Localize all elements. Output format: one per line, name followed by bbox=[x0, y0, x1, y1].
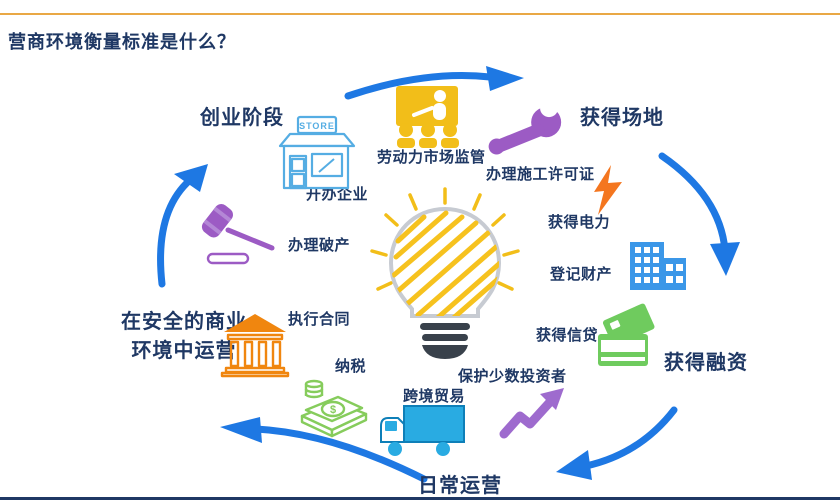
stage-location-label: 获得场地 bbox=[580, 107, 664, 129]
registering-property-label: 登记财产 bbox=[550, 266, 613, 283]
cycle-arrow-left-icon bbox=[146, 162, 221, 292]
gavel-icon bbox=[194, 204, 286, 270]
wrench-icon bbox=[488, 99, 570, 160]
construction-permits-label: 办理施工许可证 bbox=[486, 166, 595, 183]
store-sign-text: STORE bbox=[299, 121, 335, 131]
stage-safe-environment-line1: 在安全的商业 bbox=[121, 311, 247, 333]
paying-taxes-label: 纳税 bbox=[335, 358, 367, 375]
cycle-arrow-right-icon bbox=[652, 148, 747, 283]
protecting-minority-investors-label: 保护少数投资者 bbox=[458, 368, 567, 385]
enforcing-contracts-label: 执行合同 bbox=[288, 311, 351, 328]
resolving-insolvency-label: 办理破产 bbox=[288, 237, 351, 254]
lightbulb-scribble bbox=[391, 210, 499, 316]
getting-credit-label: 获得信贷 bbox=[536, 327, 599, 344]
stage-safe-environment-line2: 环境中运营 bbox=[131, 340, 237, 362]
stage-safe-environment-label: 在安全的商业 环境中运营 bbox=[100, 305, 268, 363]
lightning-bolt-icon bbox=[592, 164, 628, 216]
starting-business-label: 开办企业 bbox=[306, 186, 369, 203]
lightbulb-icon bbox=[358, 183, 533, 365]
money-symbol-text: $ bbox=[330, 404, 336, 416]
labor-regulation-label: 劳动力市场监管 bbox=[377, 149, 486, 166]
lightbulb-rays bbox=[370, 187, 520, 291]
page-title: 营商环境衡量标准是什么？ bbox=[8, 32, 236, 52]
lightbulb-base bbox=[420, 323, 470, 359]
stage-operations-label: 日常运营 bbox=[418, 475, 502, 497]
stage-financing-label: 获得融资 bbox=[664, 352, 748, 374]
growth-arrow-icon bbox=[499, 386, 568, 440]
cycle-arrow-bottom-right-icon bbox=[552, 402, 682, 492]
cycle-arrow-bottom-left-icon bbox=[212, 415, 432, 490]
truck-icon bbox=[378, 404, 472, 460]
money-icon: $ bbox=[292, 372, 374, 442]
credit-cards-icon bbox=[596, 303, 660, 372]
building-icon bbox=[624, 234, 692, 292]
bottom-border-line bbox=[0, 497, 840, 500]
cycle-arrow-top-icon bbox=[340, 60, 530, 105]
store-icon: STORE bbox=[272, 115, 360, 190]
getting-electricity-label: 获得电力 bbox=[548, 214, 611, 231]
top-accent-line bbox=[0, 13, 840, 15]
stage-startup-label: 创业阶段 bbox=[200, 107, 284, 129]
trading-across-borders-label: 跨境贸易 bbox=[403, 388, 466, 405]
courthouse-icon bbox=[220, 312, 290, 378]
labor-market-icon bbox=[388, 84, 468, 148]
